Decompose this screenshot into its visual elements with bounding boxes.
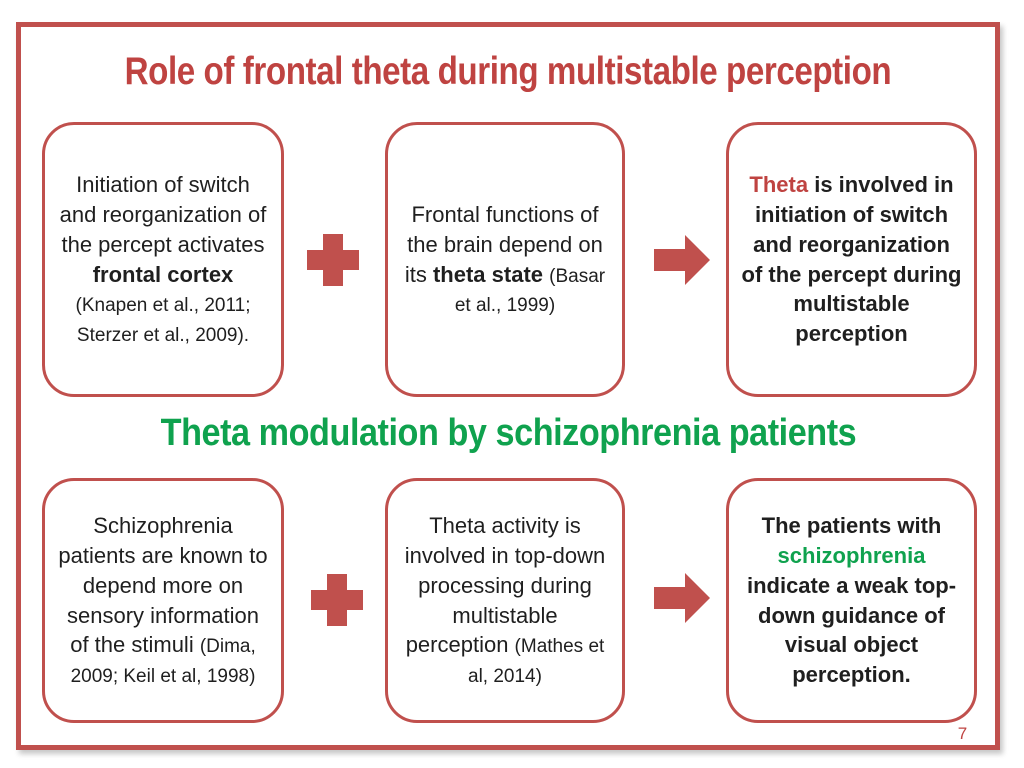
box-frontal-functions-theta-state: Frontal functions of the brain depend on…	[385, 122, 625, 397]
page-number: 7	[957, 724, 968, 743]
arrow-right-icon	[654, 568, 712, 628]
slide-title: Role of frontal theta during multistable…	[124, 50, 892, 93]
slide-title-row: Role of frontal theta during multistable…	[16, 50, 1000, 94]
box-weak-topdown-guidance-conclusion: The patients with schizophrenia indicate…	[726, 478, 977, 723]
slide-subtitle-row: Theta modulation by schizophrenia patien…	[16, 412, 1000, 455]
box-schizophrenia-sensory-dependence: Schizophrenia patients are known to depe…	[42, 478, 284, 723]
box-theta-topdown-processing: Theta activity is involved in top-down p…	[385, 478, 625, 723]
box-text: Theta is involved in initiation of switc…	[741, 171, 962, 347]
slide-subtitle: Theta modulation by schizophrenia patien…	[160, 412, 856, 454]
box-text: Theta activity is involved in top-down p…	[404, 512, 606, 688]
box-text: The patients with schizophrenia indicate…	[746, 512, 957, 688]
plus-icon	[309, 572, 365, 628]
box-text: Initiation of switch and reorganization …	[59, 171, 267, 347]
box-text: Schizophrenia patients are known to depe…	[58, 512, 268, 688]
box-theta-involved-conclusion: Theta is involved in initiation of switc…	[726, 122, 977, 397]
plus-icon	[305, 232, 361, 288]
box-initiation-activates-frontal-cortex: Initiation of switch and reorganization …	[42, 122, 284, 397]
box-text: Frontal functions of the brain depend on…	[404, 201, 606, 317]
arrow-right-icon	[654, 230, 712, 290]
